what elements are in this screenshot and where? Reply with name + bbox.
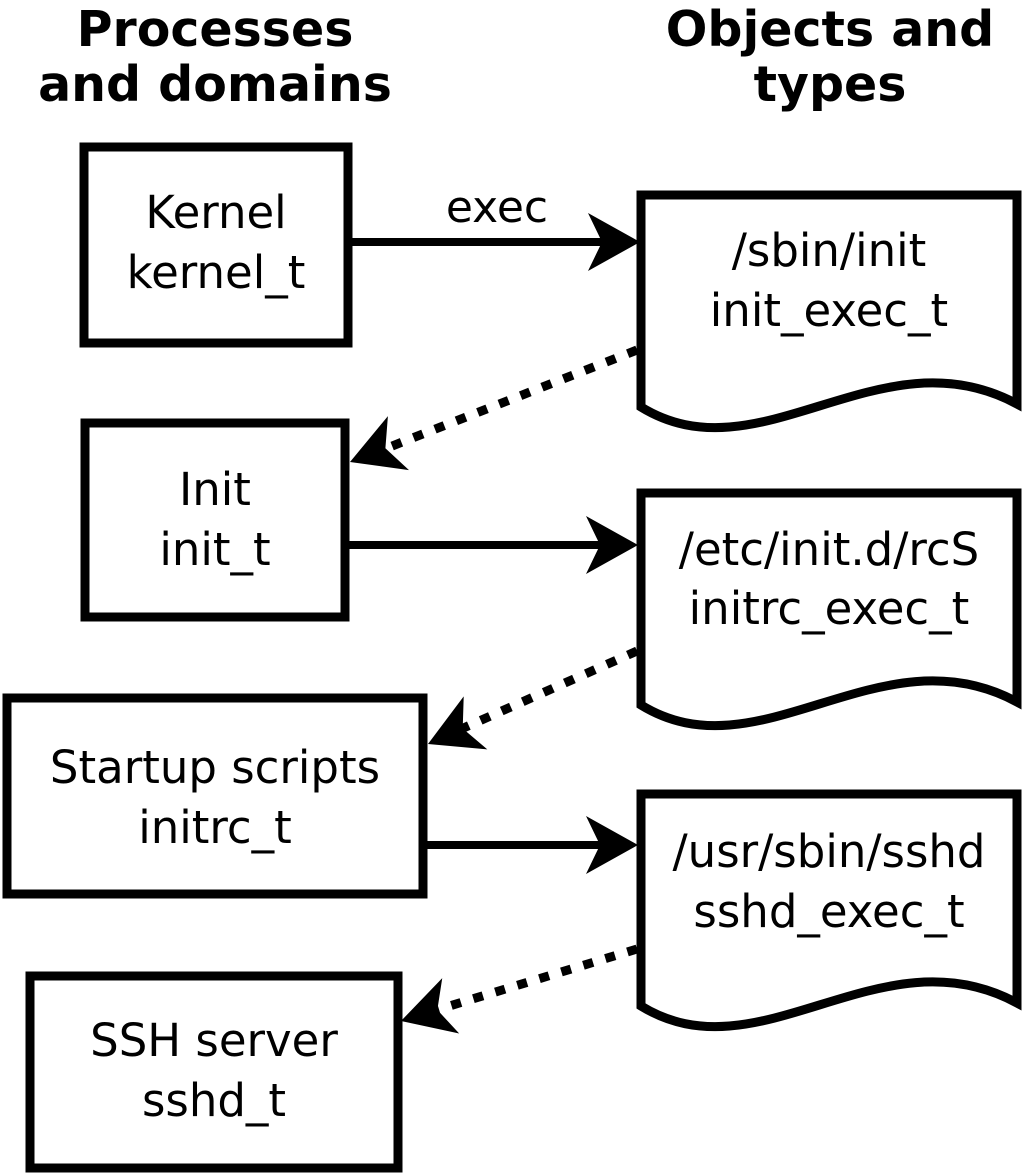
arrowhead-icon xyxy=(586,816,638,874)
process-box-rect xyxy=(25,971,403,1173)
document-shape xyxy=(636,488,1022,731)
process-domain-type: kernel_t xyxy=(127,246,306,299)
document-shape xyxy=(636,789,1022,1032)
process-box-ssh-server: SSH server sshd_t xyxy=(25,971,403,1173)
exec-arrow-label: exec xyxy=(446,182,548,233)
object-type: init_exec_t xyxy=(710,284,948,337)
process-box-rect xyxy=(80,418,350,622)
object-doc-sbin-init: /sbin/init init_exec_t xyxy=(636,190,1022,433)
object-path: /sbin/init xyxy=(732,224,927,277)
object-doc-etc-initd-rcS: /etc/init.d/rcS initrc_exec_t xyxy=(636,488,1022,731)
process-box-init: Init init_t xyxy=(80,418,350,622)
arrowhead-icon xyxy=(350,416,409,471)
process-box-rect xyxy=(2,693,428,899)
arrowhead-icon xyxy=(428,696,488,750)
arrowhead-icon xyxy=(588,213,640,271)
process-label: SSH server xyxy=(90,1014,338,1067)
process-label: Startup scripts xyxy=(50,741,380,794)
exec-arrow-kernel-to-sbin-init: exec xyxy=(351,182,640,271)
process-box-kernel: Kernel kernel_t xyxy=(79,142,353,348)
exec-arrow-initrc-to-sshd xyxy=(423,816,638,874)
process-domain-type: sshd_t xyxy=(142,1074,286,1127)
transition-arrow-sshd-exec-to-sshd-t xyxy=(401,944,639,1034)
process-domain-type: init_t xyxy=(159,523,270,576)
object-type: sshd_exec_t xyxy=(693,885,964,938)
object-doc-usr-sbin-sshd: /usr/sbin/sshd sshd_exec_t xyxy=(636,789,1022,1032)
process-box-startup-scripts: Startup scripts initrc_t xyxy=(2,693,428,899)
document-shape xyxy=(636,190,1022,433)
transition-dotted-line xyxy=(431,944,639,1016)
object-path: /etc/init.d/rcS xyxy=(679,523,979,576)
column-headers: Processes and domains Objects and types xyxy=(38,1,994,113)
transition-arrow-initrc-exec-to-initrc-t xyxy=(428,646,639,750)
process-domain-type: initrc_t xyxy=(138,801,292,854)
exec-arrow-init-to-rcS xyxy=(345,516,638,574)
transition-arrow-init-exec-to-init-t xyxy=(350,345,639,471)
transition-dotted-line xyxy=(457,646,639,735)
object-path: /usr/sbin/sshd xyxy=(673,825,986,878)
right-column-header-line2: types xyxy=(754,56,907,113)
left-column-header-line1: Processes xyxy=(77,1,354,58)
process-label: Init xyxy=(179,463,251,516)
process-box-rect xyxy=(79,142,353,348)
arrowhead-icon xyxy=(401,978,460,1034)
transition-dotted-line xyxy=(380,345,639,455)
right-column-header-line1: Objects and xyxy=(666,1,994,58)
arrowhead-icon xyxy=(586,516,638,574)
left-column-header-line2: and domains xyxy=(38,56,392,113)
process-label: Kernel xyxy=(145,186,286,239)
object-type: initrc_exec_t xyxy=(689,582,970,635)
